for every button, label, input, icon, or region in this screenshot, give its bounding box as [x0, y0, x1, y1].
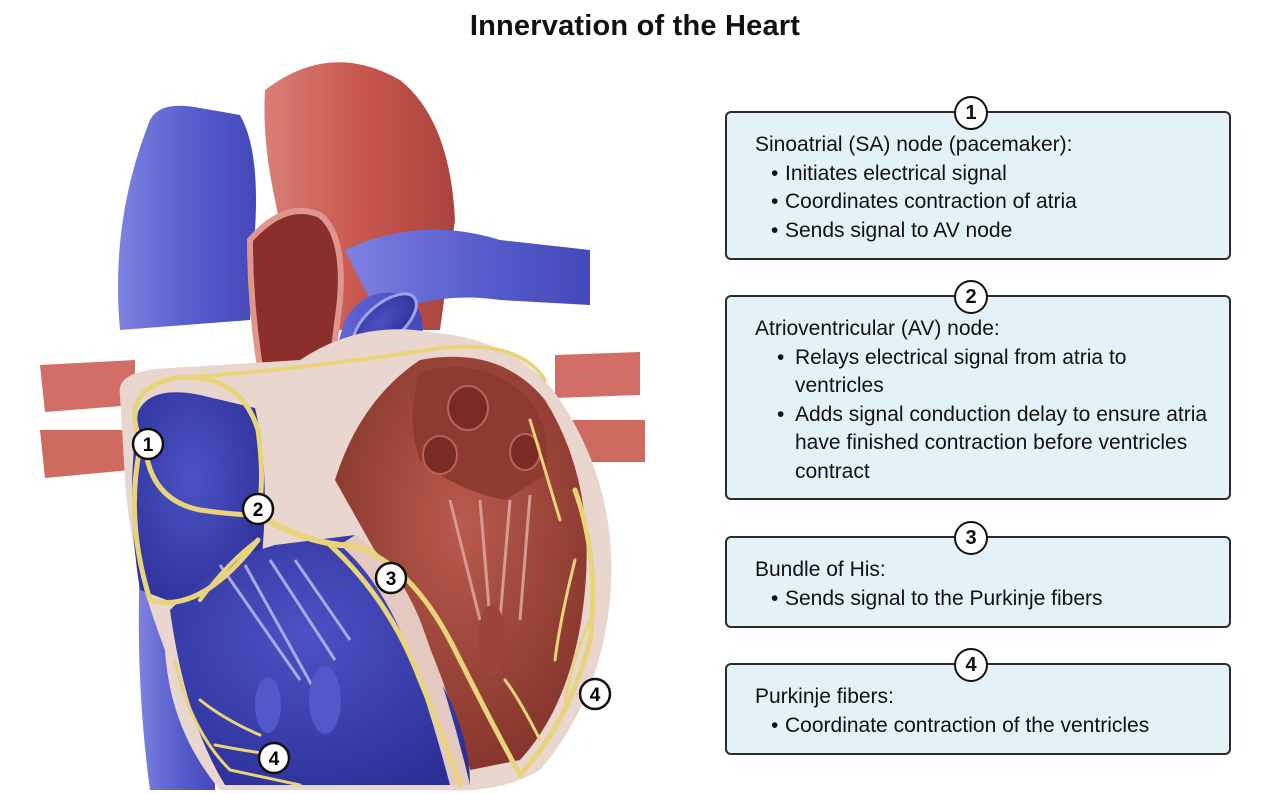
interatrial-bundle: [173, 344, 547, 382]
info-box-av-node: 2 Atrioventricular (AV) node: Relays ele…: [725, 280, 1231, 500]
heart-svg: 1 2 3 4 4: [40, 62, 645, 791]
bullet-item: Coordinate contraction of the ventricles: [755, 712, 1213, 741]
box-heading: Bundle of His:: [755, 558, 886, 581]
papillary-muscle-right-2: [255, 677, 281, 733]
superior-vena-cava: [118, 105, 256, 330]
bullet-item: Relays electrical signal from atria to v…: [755, 344, 1135, 401]
bullet-list: Coordinate contraction of the ventricles: [755, 712, 1213, 741]
left-bundle-branch: [372, 487, 596, 780]
bullet-item: Sends signal to the Purkinje fibers: [755, 585, 1213, 614]
bullet-item: Sends signal to AV node: [755, 217, 1213, 246]
box-heading: Sinoatrial (SA) node (pacemaker):: [755, 133, 1073, 156]
sa-pathway-lower: [131, 445, 261, 605]
box-number-badge: 4: [954, 648, 988, 682]
marker-purkinje-right: 4: [578, 677, 612, 711]
papillary-muscle-left: [478, 605, 506, 675]
info-box-sa-node: 1 Sinoatrial (SA) node (pacemaker): Init…: [725, 96, 1231, 260]
right-ventricle-chamber: [170, 535, 470, 785]
aorta-lumen-wall: [246, 207, 344, 423]
marker-label: 3: [386, 569, 397, 590]
marker-label: 4: [269, 749, 280, 770]
bundle-of-his: [255, 512, 378, 558]
sa-av-pathway-inner: [142, 442, 261, 518]
marker-purkinje-left: 4: [257, 741, 291, 775]
papillary-muscle-right-1: [309, 666, 341, 734]
bullet-item: Coordinates contraction of atria: [755, 188, 1213, 217]
bullet-list: Sends signal to the Purkinje fibers: [755, 585, 1213, 614]
pulmonary-vein-left-lower: [40, 430, 130, 478]
sa-av-pathway-outer: [132, 374, 264, 518]
marker-label: 4: [590, 685, 601, 706]
right-bundle-branch: [327, 542, 463, 788]
box-number-badge: 1: [954, 96, 988, 130]
bullet-item: Initiates electrical signal: [755, 160, 1213, 189]
heart-illustration: 1 2 3 4 4: [0, 50, 690, 794]
purkinje-fibers-right: [503, 418, 592, 742]
marker-sa-node: 1: [131, 427, 165, 461]
page-title: Innervation of the Heart: [469, 10, 801, 42]
box-number-badge: 2: [954, 280, 988, 314]
pulmonary-vein-right: [555, 352, 640, 398]
bullet-item: Adds signal conduction delay to ensure a…: [755, 401, 1215, 487]
marker-av-node: 2: [241, 492, 275, 526]
info-box-bundle-of-his: 3 Bundle of His: Sends signal to the Pur…: [725, 521, 1231, 628]
marker-label: 2: [253, 500, 264, 521]
left-atrium-vessel-opening-2: [422, 435, 458, 475]
box-heading: Purkinje fibers:: [755, 685, 894, 708]
sa-to-right-ventricle-fibers: [198, 538, 260, 602]
bullet-list: Relays electrical signal from atria to v…: [755, 344, 1213, 487]
marker-bundle-of-his: 3: [374, 561, 408, 595]
left-atrium-vessel-opening-1: [447, 385, 489, 431]
right-atrium-chamber: [131, 392, 265, 607]
box-number-badge: 3: [954, 521, 988, 555]
box-heading: Atrioventricular (AV) node:: [755, 317, 1000, 340]
tricuspid-chordae: [218, 559, 352, 701]
marker-label: 1: [143, 435, 154, 456]
pulmonary-vein-left: [40, 360, 135, 412]
bullet-list: Initiates electrical signal Coordinates …: [755, 160, 1213, 246]
mitral-chordae: [448, 494, 532, 621]
info-box-purkinje-fibers: 4 Purkinje fibers: Coordinate contractio…: [725, 648, 1231, 755]
